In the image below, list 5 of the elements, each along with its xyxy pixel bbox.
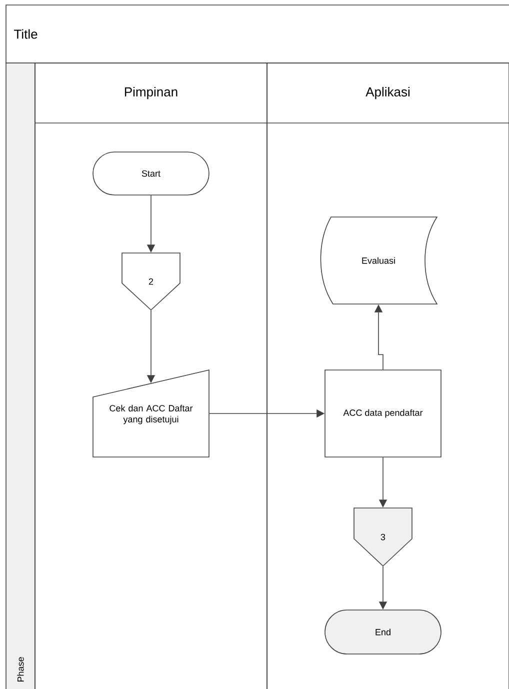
off-page-connector: 2 — [122, 252, 180, 311]
process-box: ACC data pendaftar — [324, 370, 442, 458]
off-page-connector: 3 — [354, 508, 412, 567]
phase-band: Phase — [6, 62, 36, 689]
title-band: Title — [6, 4, 509, 64]
